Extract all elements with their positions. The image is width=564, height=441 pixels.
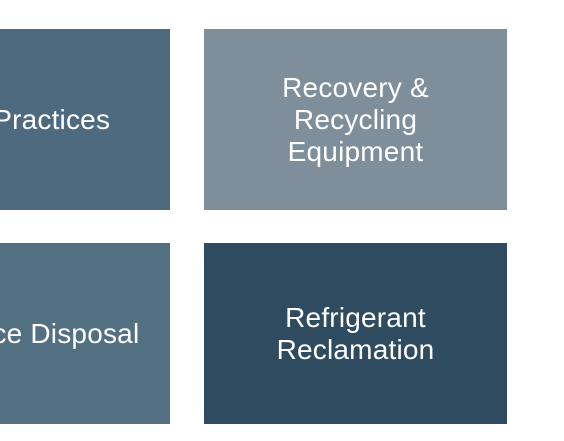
tile-refrigerant-reclamation: Refrigerant Reclamation [204,243,507,424]
tile-recovery-recycling-equipment: Recovery & Recycling Equipment [204,29,507,210]
tile-label: Safe Practices [0,103,111,135]
tile-label: Refrigerant Reclamation [276,301,435,365]
tile-label: Appliance Disposal [0,317,140,349]
tile-safe-practices: Safe Practices [0,29,170,210]
tile-appliance-disposal: Appliance Disposal [0,243,170,424]
tile-label: Recovery & Recycling Equipment [282,71,429,167]
